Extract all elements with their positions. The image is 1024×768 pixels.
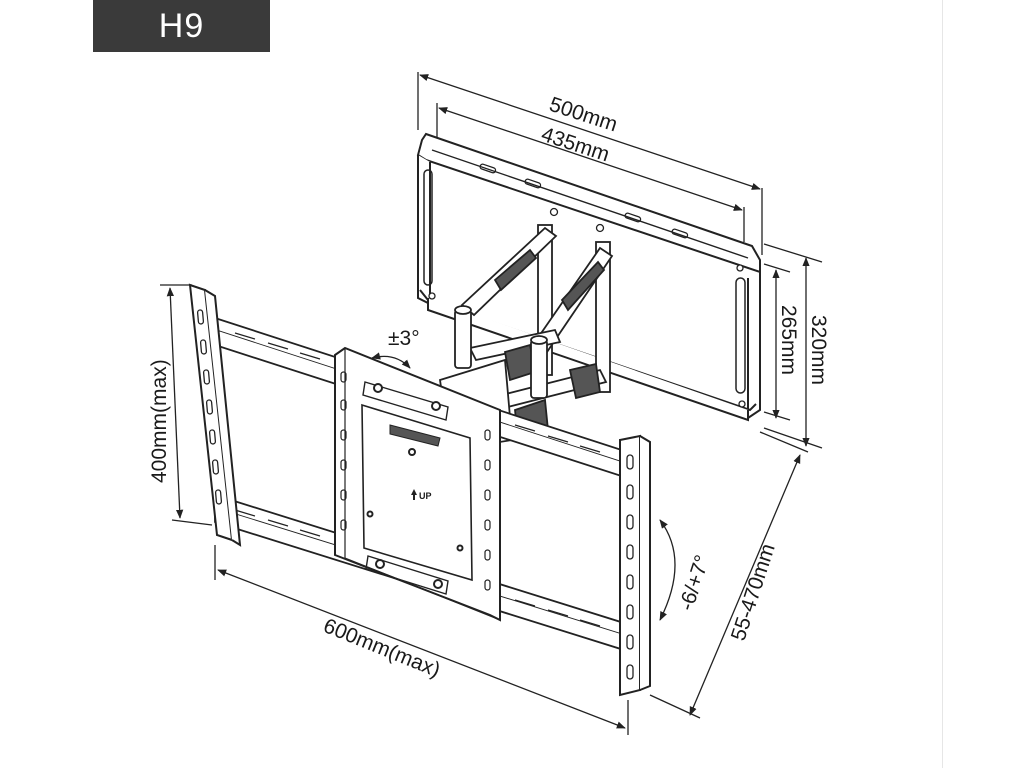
up-label: UP <box>419 491 432 501</box>
label-265mm: 265mm <box>777 305 800 375</box>
tv-bracket-right <box>619 434 651 697</box>
tv-bracket-left <box>188 283 242 547</box>
swing-arms <box>439 224 614 452</box>
page-edge-divider <box>942 0 943 768</box>
label-320mm: 320mm <box>807 315 830 385</box>
model-label: H9 <box>158 6 205 45</box>
label-swivel-angle: ±3° <box>388 327 420 350</box>
label-600mm-max: 600mm(max) <box>320 614 443 682</box>
up-marking: UP <box>411 489 432 501</box>
label-400mm-max: 400mm(max) <box>148 359 171 483</box>
label-tilt-angle: -6/+7° <box>675 552 714 613</box>
dimension-lines <box>160 72 823 735</box>
label-55-470mm: 55-470mm <box>727 541 780 644</box>
model-badge: H9 <box>93 0 270 52</box>
